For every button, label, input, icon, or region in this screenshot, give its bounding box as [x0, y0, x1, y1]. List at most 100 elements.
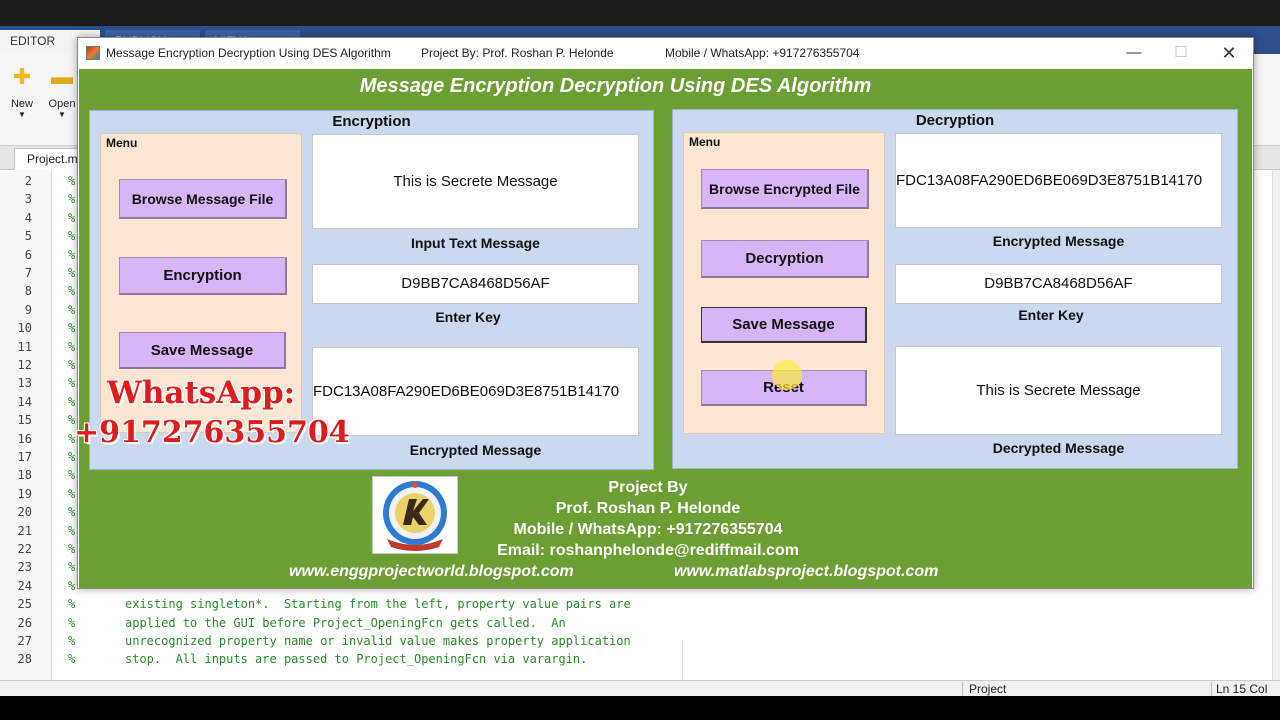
- open-label: Open: [48, 98, 76, 110]
- decryption-menu-label: Menu: [689, 135, 721, 149]
- encrypted-message-label: Encrypted Message: [409, 442, 542, 458]
- line-number: 24: [17, 578, 32, 593]
- comment-marker: %: [68, 413, 76, 428]
- open-button[interactable]: ▬ Open ▼: [42, 62, 82, 132]
- credit-title: Project By: [608, 479, 688, 496]
- decrypted-message-output[interactable]: This is Secrete Message: [895, 346, 1222, 435]
- comment-marker: %: [68, 578, 76, 593]
- status-position: Ln 15 Col: [1211, 682, 1280, 696]
- comment-marker: %: [68, 192, 76, 207]
- comment-marker: %: [68, 358, 76, 372]
- line-number: 18: [17, 468, 32, 483]
- encryption-menu-label: Menu: [106, 136, 138, 150]
- line-number: 8: [24, 284, 32, 299]
- decryption-key-field[interactable]: D9BB7CA8468D56AF: [895, 264, 1222, 304]
- app-heading: Message Encryption Decryption Using DES …: [359, 75, 872, 97]
- line-number: 19: [17, 486, 32, 501]
- matlab-top-strip: [0, 0, 1280, 26]
- decryption-panel-title: Decryption: [915, 112, 995, 129]
- comment-marker: %: [68, 266, 76, 280]
- editor-scrollbar[interactable]: [1272, 170, 1280, 680]
- encrypted-message-input-field[interactable]: FDC13A08FA290ED6BE069D3E8751B14170: [895, 133, 1222, 228]
- logo-emblem-icon: [383, 481, 447, 551]
- line-number: 25: [17, 597, 32, 612]
- input-text-message-label: Input Text Message: [411, 235, 540, 251]
- line-number: 22: [17, 542, 32, 556]
- save-message-button[interactable]: Save Message: [119, 332, 286, 369]
- comment-marker: %: [68, 302, 76, 317]
- status-project: Project: [962, 682, 1006, 696]
- taskbar-strip: [0, 696, 1280, 720]
- website-link-1[interactable]: www.enggprojectworld.blogspot.com: [289, 563, 574, 580]
- comment-marker: %: [68, 505, 76, 520]
- line-number: 2: [24, 174, 32, 188]
- decryption-button[interactable]: Decryption: [701, 240, 869, 278]
- window-title: Message Encryption Decryption Using DES …: [106, 46, 391, 60]
- line-number: 7: [24, 266, 32, 280]
- comment-marker: %: [68, 174, 76, 188]
- encrypted-message-output[interactable]: FDC13A08FA290ED6BE069D3E8751B14170: [312, 347, 639, 436]
- website-link-2[interactable]: www.matlabsproject.blogspot.com: [674, 563, 939, 580]
- comment-marker: %: [68, 486, 76, 501]
- comment-marker: %: [68, 229, 76, 244]
- credit-mobile: Mobile / WhatsApp: +917276355704: [513, 521, 783, 538]
- comment-marker: %: [68, 247, 76, 262]
- input-text-message-field[interactable]: This is Secrete Message: [312, 134, 639, 229]
- comment-marker: %: [68, 652, 76, 667]
- minimize-button[interactable]: —: [1126, 44, 1142, 61]
- line-number: 13: [17, 376, 32, 391]
- comment-marker: %: [68, 597, 76, 612]
- line-number: 17: [17, 450, 32, 464]
- new-button[interactable]: ✚ New ▼: [2, 62, 42, 132]
- line-number: 4: [24, 210, 32, 225]
- line-number: 3: [24, 192, 32, 207]
- gui-window: Message Encryption Decryption Using DES …: [74, 37, 1254, 589]
- close-button[interactable]: ✕: [1221, 43, 1237, 63]
- encryption-menu: Menu Browse Message File Encryption Save…: [100, 133, 302, 433]
- line-number: 12: [17, 358, 32, 372]
- comment-marker: %: [68, 321, 76, 336]
- comment-marker: %: [68, 468, 76, 483]
- decryption-panel: Decryption Menu Browse Encrypted File De…: [672, 109, 1238, 469]
- whatsapp-number-watermark: +917276355704: [74, 415, 350, 450]
- matlab-figure-icon: [86, 46, 100, 60]
- decryption-encrypted-message-label: Encrypted Message: [992, 233, 1125, 249]
- right-margin-line: [682, 640, 683, 680]
- line-number: 15: [17, 413, 32, 428]
- status-bar: Project Ln 15 Col: [0, 680, 1280, 696]
- window-titlebar[interactable]: Message Encryption Decryption Using DES …: [78, 38, 1253, 68]
- new-label: New: [10, 98, 33, 110]
- browse-encrypted-file-button[interactable]: Browse Encrypted File: [701, 169, 869, 209]
- line-number: 28: [17, 652, 32, 667]
- browse-message-file-button[interactable]: Browse Message File: [119, 179, 287, 219]
- code-line: stop. All inputs are passed to Project_O…: [125, 652, 588, 667]
- line-number: 21: [17, 523, 32, 538]
- code-line: existing singleton*. Starting from the l…: [125, 597, 631, 612]
- comment-marker: %: [68, 376, 76, 391]
- comment-marker: %: [68, 523, 76, 538]
- line-number: 26: [17, 615, 32, 630]
- comment-marker: %: [68, 431, 76, 446]
- encryption-button[interactable]: Encryption: [119, 257, 287, 295]
- window-title-project: Project By: Prof. Roshan P. Helonde: [421, 46, 614, 60]
- encryption-key-field[interactable]: D9BB7CA8468D56AF: [312, 264, 639, 304]
- decrypted-save-message-button[interactable]: Save Message: [701, 307, 867, 343]
- decryption-key-label: Enter Key: [1018, 307, 1084, 323]
- cursor-highlight: [772, 360, 802, 390]
- line-number: 16: [17, 431, 32, 446]
- chevron-down-icon: ▼: [58, 110, 66, 119]
- credit-name: Prof. Roshan P. Helonde: [555, 500, 741, 517]
- encryption-panel-title: Encryption: [332, 113, 411, 130]
- file-tab[interactable]: Project.m: [14, 148, 94, 170]
- maximize-button[interactable]: ☐: [1174, 44, 1188, 61]
- line-number: 10: [17, 321, 32, 336]
- line-number: 23: [17, 560, 32, 575]
- chevron-down-icon: ▼: [18, 110, 26, 119]
- plus-icon: ✚: [12, 64, 32, 89]
- whatsapp-watermark: WhatsApp:: [107, 375, 296, 411]
- comment-marker: %: [68, 560, 76, 575]
- line-number: 9: [24, 302, 32, 317]
- line-number: 11: [17, 339, 32, 354]
